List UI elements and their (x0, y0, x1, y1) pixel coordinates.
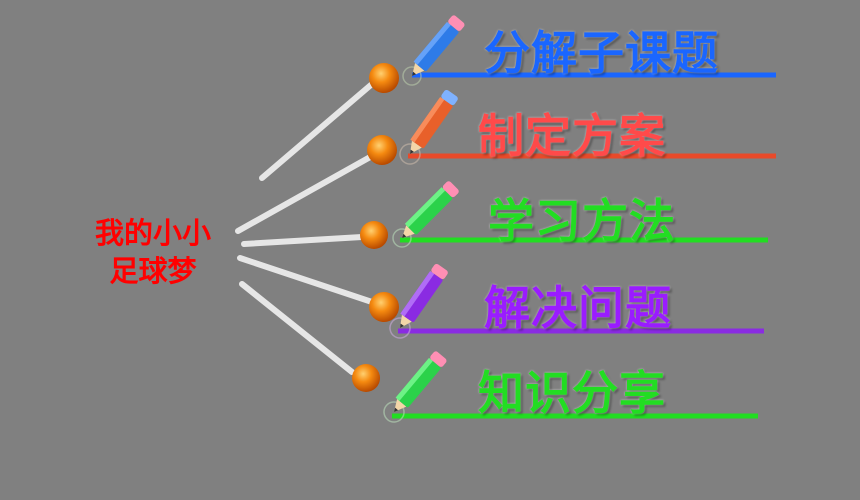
node-orb-0 (369, 63, 399, 93)
underlines (392, 72, 776, 419)
node-orb-3 (369, 292, 399, 322)
center-topic-line1: 我的小小 (94, 216, 211, 250)
branch-label-0: 分解子课题 (484, 26, 719, 80)
connector-2 (241, 234, 365, 247)
branch-label-2: 学习方法 (488, 194, 676, 248)
center-topic: 我的小小 足球梦 (78, 214, 228, 290)
node-orb-2 (360, 221, 388, 249)
center-topic-line2: 足球梦 (109, 254, 197, 288)
branch-label-3: 解决问题 (484, 281, 672, 335)
connector-1 (235, 153, 375, 234)
connector-4 (239, 281, 355, 375)
pencil-icon (402, 15, 465, 86)
connectors (235, 81, 375, 375)
node-orb-1 (367, 135, 397, 165)
pencil-icon (383, 351, 447, 423)
branch-label-4: 知识分享 (478, 366, 666, 420)
connector-0 (259, 81, 375, 181)
pencil-icon (399, 89, 458, 165)
branch-label-1: 制定方案 (478, 109, 666, 163)
connector-3 (237, 255, 375, 305)
pencil-icon (389, 263, 448, 339)
node-orb-4 (352, 364, 380, 392)
pencil-icon (392, 181, 459, 248)
nodes (352, 63, 399, 392)
